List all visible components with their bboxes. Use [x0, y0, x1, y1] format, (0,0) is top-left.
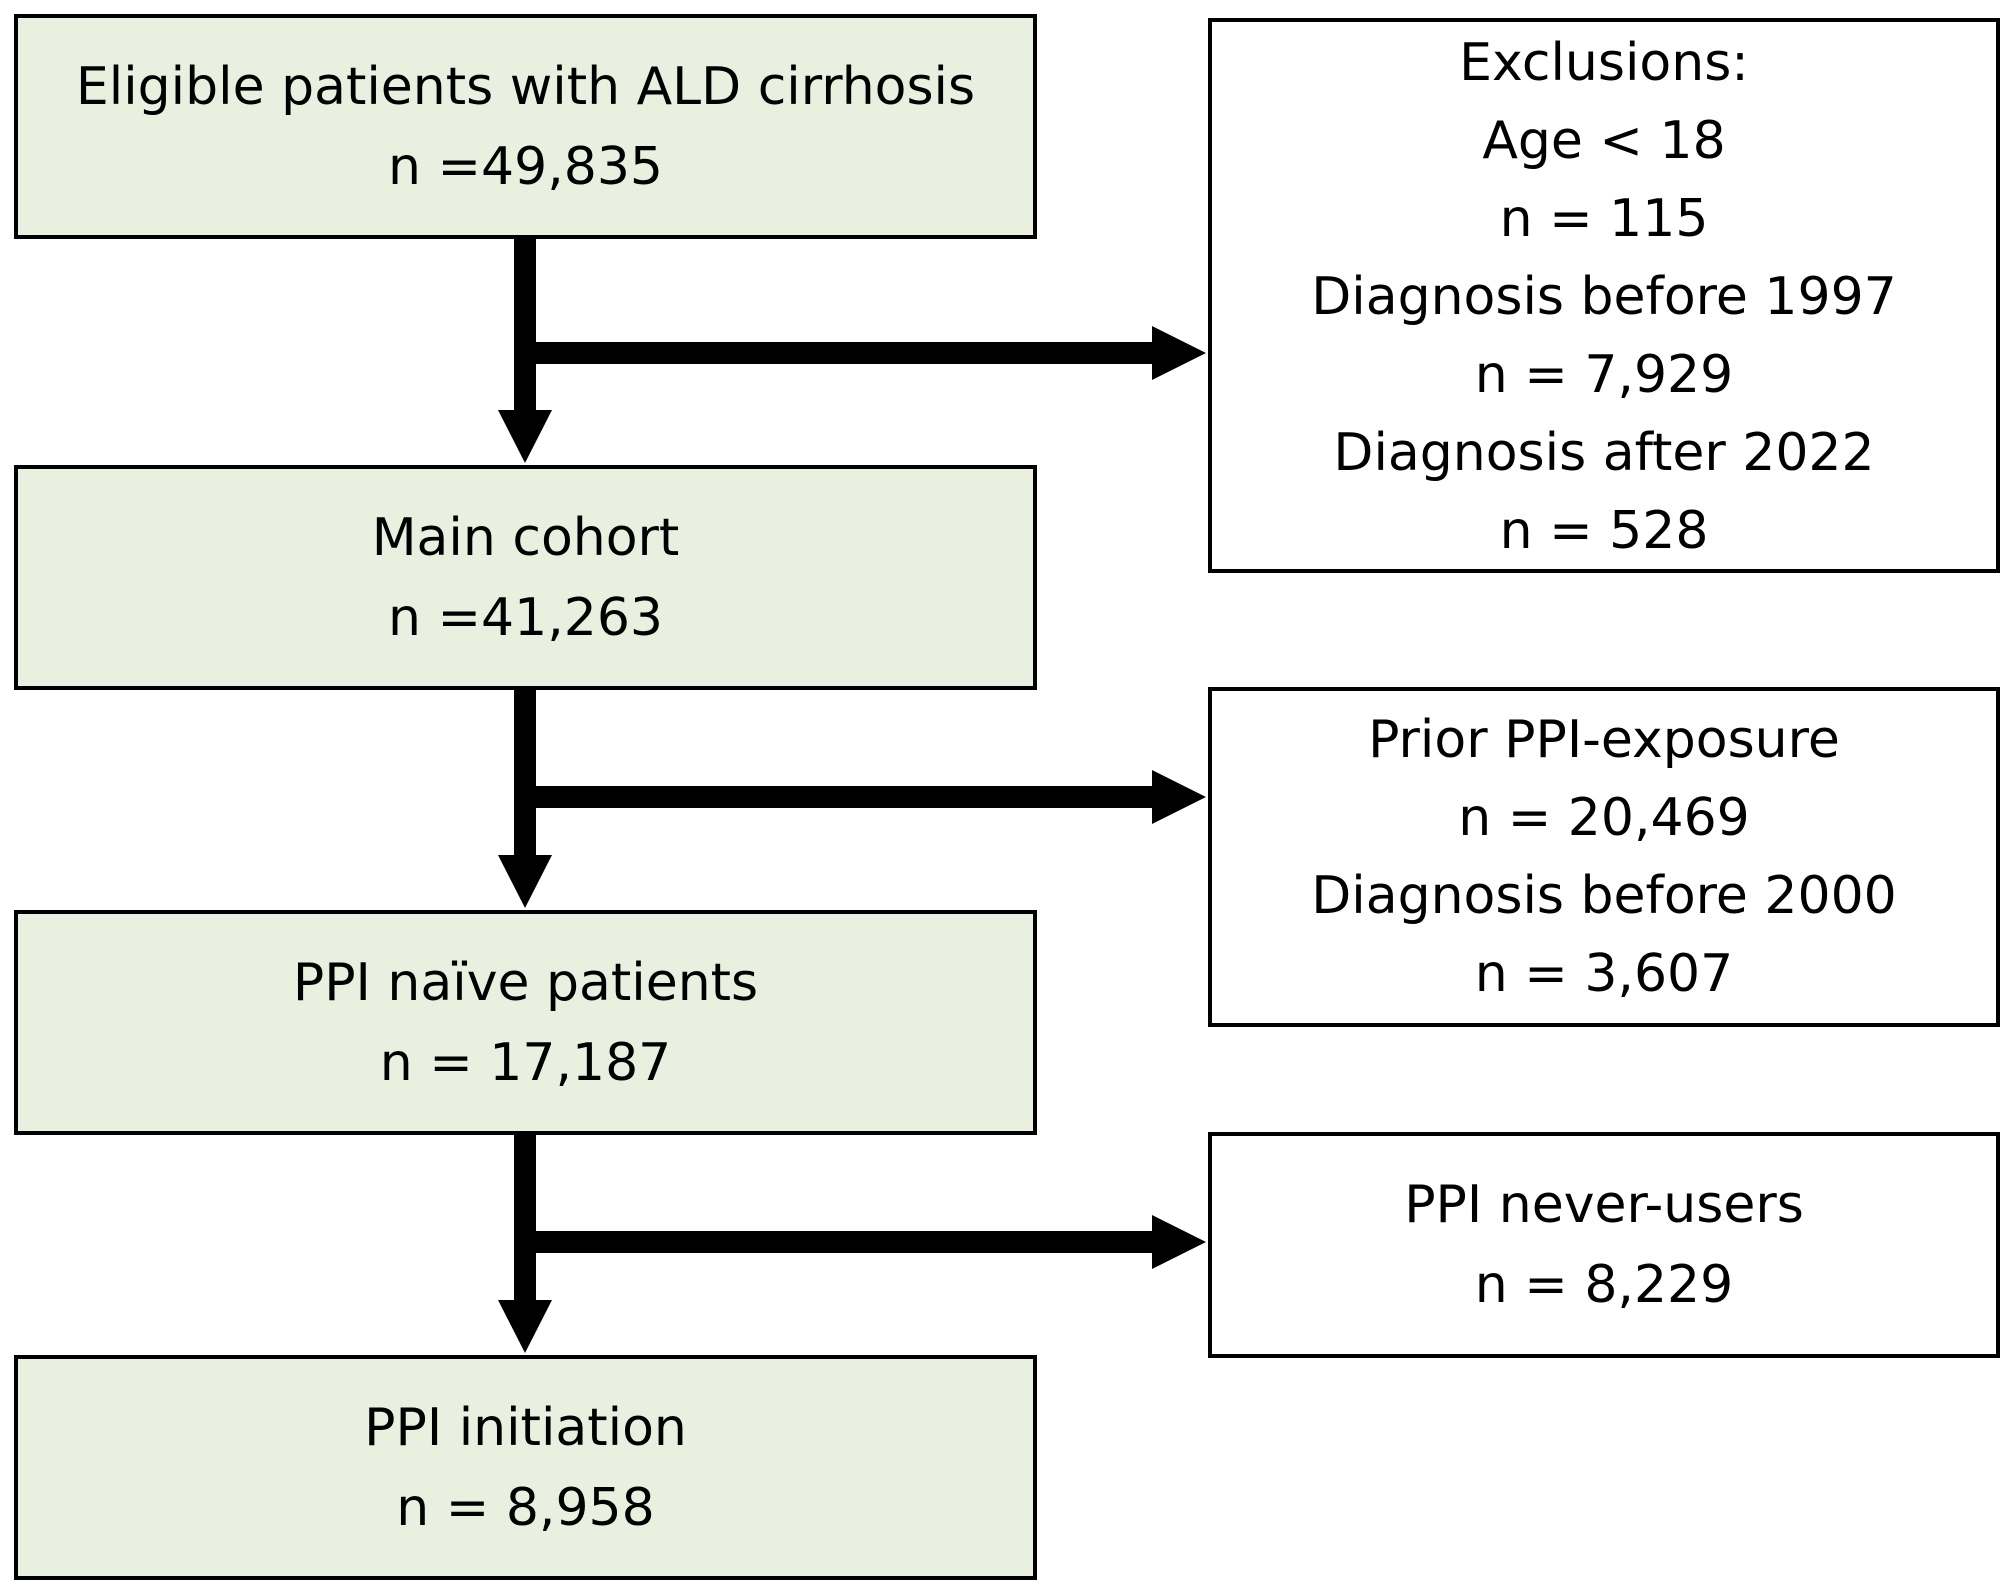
- ppi-naive-count: n = 17,187: [379, 1032, 672, 1093]
- prior-exposure-box: Prior PPI-exposure n = 20,469 Diagnosis …: [1208, 687, 2000, 1027]
- ppi-naive-title: PPI naïve patients: [292, 952, 759, 1013]
- connector-vertical-3: [514, 1135, 536, 1303]
- main-cohort-title: Main cohort: [371, 507, 680, 568]
- prior-ppi-exposure-count: n = 20,469: [1458, 788, 1750, 848]
- connector-horizontal-1: [525, 342, 1157, 364]
- prior-ppi-exposure-label: Prior PPI-exposure: [1368, 710, 1840, 770]
- main-cohort-box: Main cohort n =41,263: [14, 465, 1037, 690]
- exclusion-after-2022-label: Diagnosis after 2022: [1333, 422, 1875, 483]
- arrow-down-2: [498, 855, 552, 908]
- eligible-patients-count: n =49,835: [387, 136, 663, 197]
- arrow-right-3: [1152, 1215, 1206, 1269]
- connector-vertical-2: [514, 690, 536, 858]
- eligible-patients-box: Eligible patients with ALD cirrhosis n =…: [14, 14, 1037, 239]
- exclusion-age-label: Age < 18: [1482, 110, 1726, 171]
- arrow-down-1: [498, 410, 552, 463]
- arrow-right-2: [1152, 770, 1206, 824]
- arrow-down-3: [498, 1300, 552, 1353]
- diagnosis-before-2000-label: Diagnosis before 2000: [1311, 866, 1897, 926]
- connector-horizontal-3: [525, 1231, 1157, 1253]
- exclusion-after-2022-count: n = 528: [1499, 500, 1709, 561]
- connector-horizontal-2: [525, 786, 1157, 808]
- exclusions-box: Exclusions: Age < 18 n = 115 Diagnosis b…: [1208, 18, 2000, 573]
- exclusions-title: Exclusions:: [1459, 32, 1749, 93]
- main-cohort-count: n =41,263: [387, 587, 663, 648]
- connector-vertical-1: [514, 239, 536, 413]
- ppi-never-users-count: n = 8,229: [1474, 1255, 1734, 1315]
- ppi-initiation-title: PPI initiation: [364, 1397, 687, 1458]
- exclusion-before-1997-label: Diagnosis before 1997: [1311, 266, 1897, 327]
- ppi-initiation-box: PPI initiation n = 8,958: [14, 1355, 1037, 1580]
- ppi-never-users-title: PPI never-users: [1404, 1175, 1804, 1235]
- ppi-naive-box: PPI naïve patients n = 17,187: [14, 910, 1037, 1135]
- eligible-patients-title: Eligible patients with ALD cirrhosis: [75, 56, 976, 117]
- ppi-initiation-count: n = 8,958: [396, 1477, 655, 1538]
- exclusion-age-count: n = 115: [1499, 188, 1709, 249]
- ppi-never-users-box: PPI never-users n = 8,229: [1208, 1132, 2000, 1358]
- exclusion-before-1997-count: n = 7,929: [1474, 344, 1734, 405]
- diagnosis-before-2000-count: n = 3,607: [1474, 944, 1734, 1004]
- arrow-right-1: [1152, 326, 1206, 380]
